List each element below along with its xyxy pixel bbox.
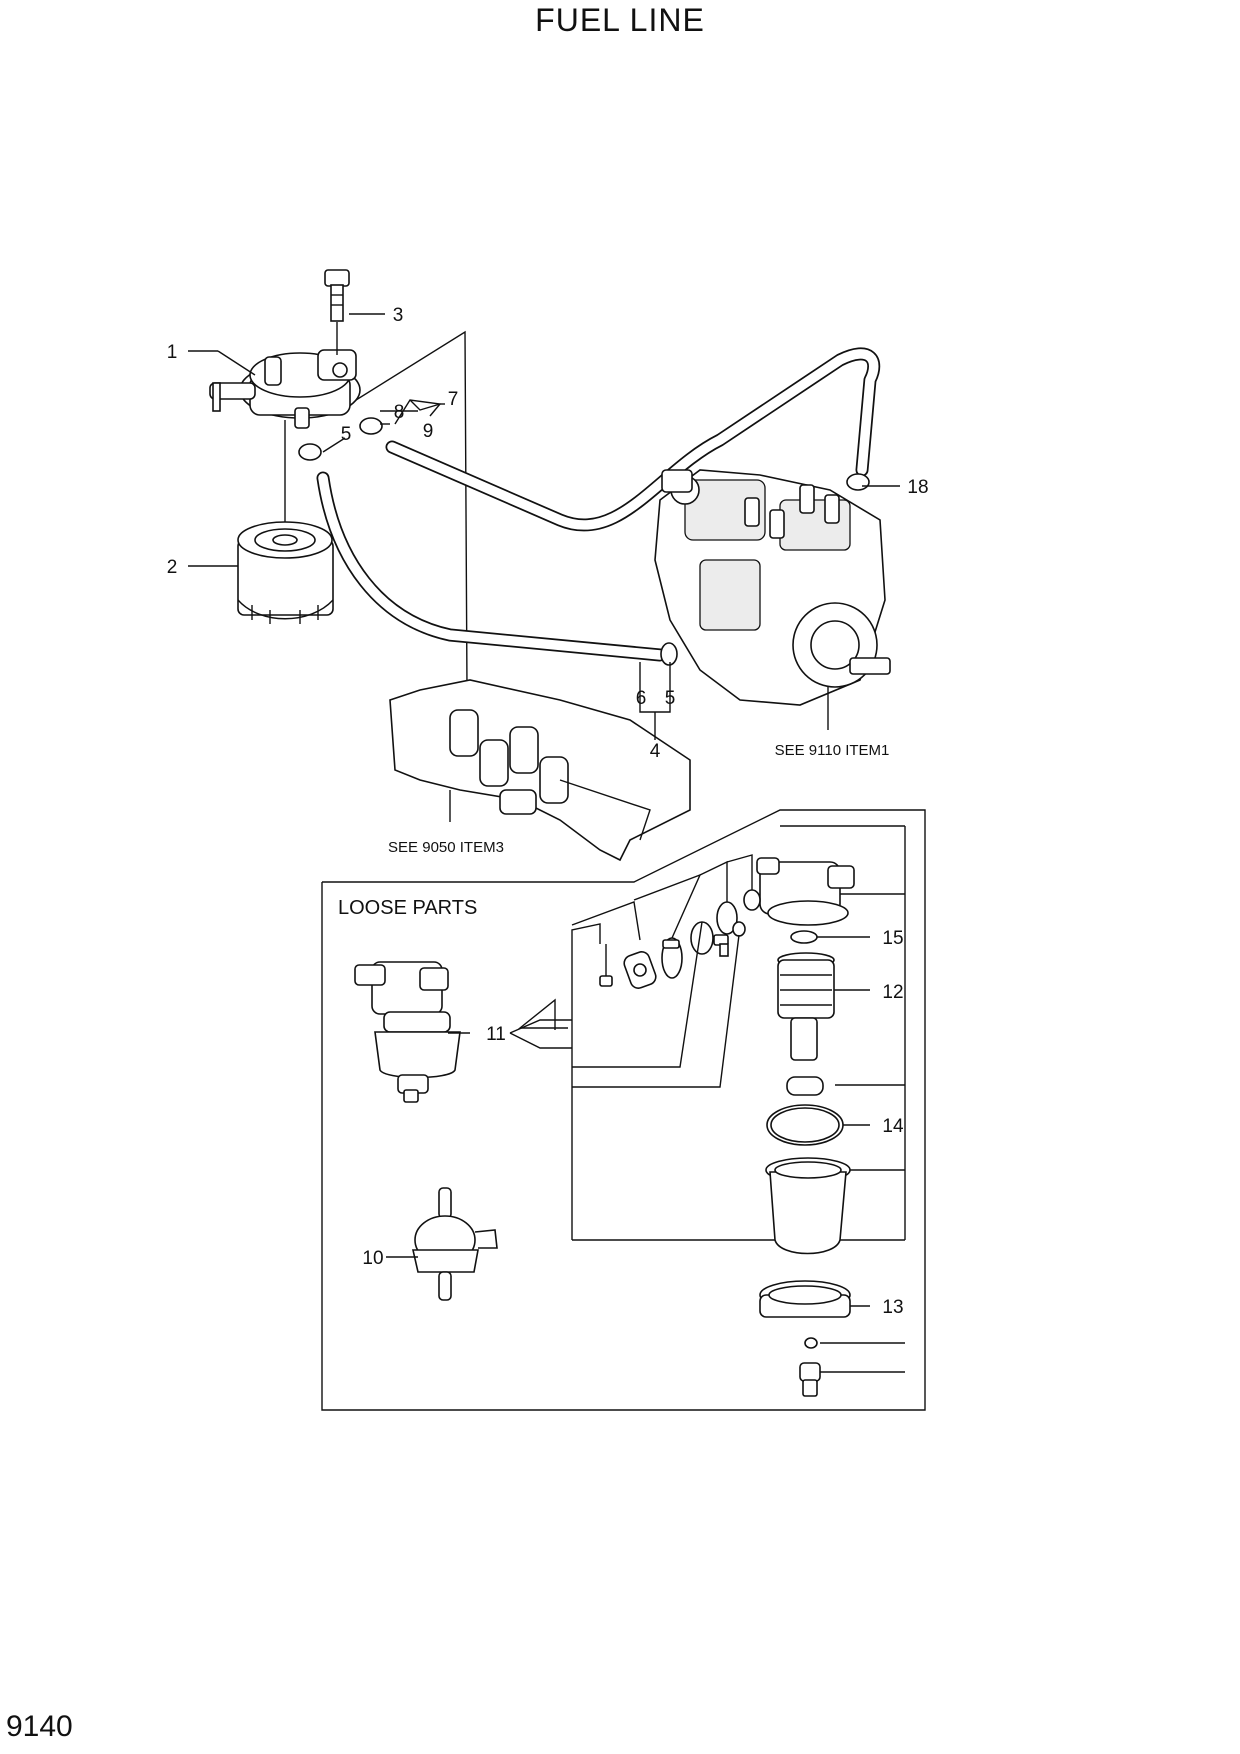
ring-nut-icon xyxy=(759,1280,870,1318)
callout-14: 14 xyxy=(882,1116,904,1137)
callout-10: 10 xyxy=(362,1248,383,1269)
manifold-reference-line xyxy=(339,330,468,691)
callout-8: 8 xyxy=(394,402,405,423)
callout-5a: 5 xyxy=(341,424,352,445)
bolt-icon xyxy=(713,921,746,957)
manifold-icon xyxy=(389,679,691,862)
gasket-icon xyxy=(623,951,657,989)
loose-parts-frame xyxy=(321,809,926,1411)
filter-head-icon xyxy=(209,349,361,429)
hose-icon xyxy=(316,347,881,662)
exploded-parts xyxy=(448,825,906,1397)
callout-4: 4 xyxy=(650,741,661,762)
callout-9: 9 xyxy=(423,421,434,442)
bolt-icon xyxy=(324,269,350,355)
callout-18: 18 xyxy=(907,477,928,498)
callout-6: 6 xyxy=(636,688,647,709)
callout-12: 12 xyxy=(882,982,903,1003)
callout-5b: 5 xyxy=(665,688,676,709)
page-number: 9140 xyxy=(6,1710,73,1743)
callout-13: 13 xyxy=(882,1297,903,1318)
callout-1: 1 xyxy=(167,342,178,363)
inline-filter-icon xyxy=(411,1187,498,1301)
manifold-reference: SEE 9050 ITEM3 xyxy=(388,839,504,856)
callout-7: 7 xyxy=(448,389,459,410)
clamp-icon xyxy=(298,417,870,666)
injection-pump-reference: SEE 9110 ITEM1 xyxy=(775,742,890,759)
o-ring-icon xyxy=(790,930,818,944)
valve-icon xyxy=(661,937,683,979)
element-icon xyxy=(777,952,870,1061)
o-ring-icon xyxy=(690,921,714,955)
callout-15: 15 xyxy=(882,928,903,949)
callout-3: 3 xyxy=(393,305,404,326)
o-ring-icon xyxy=(743,889,761,911)
drain-plug-icon xyxy=(799,1337,821,1397)
bolt-icon xyxy=(599,944,613,987)
callout-2: 2 xyxy=(167,557,178,578)
page-title: FUEL LINE xyxy=(535,2,705,38)
filter-cartridge-icon xyxy=(237,521,334,624)
loose-parts-label: LOOSE PARTS xyxy=(338,897,477,919)
bowl-icon xyxy=(765,1157,851,1255)
strainer-icon xyxy=(354,961,461,1103)
filter-head-icon xyxy=(756,857,855,926)
injection-pump-icon xyxy=(654,469,891,730)
callout-11: 11 xyxy=(486,1024,506,1045)
callout-leaders xyxy=(188,313,900,740)
